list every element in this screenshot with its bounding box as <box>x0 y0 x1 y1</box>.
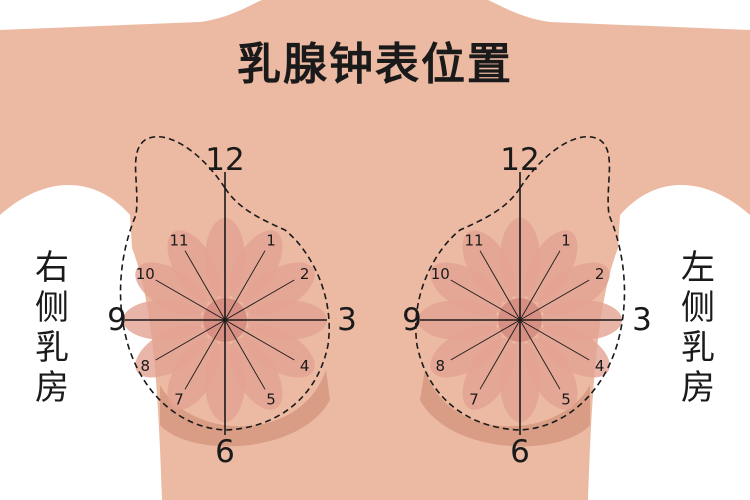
breast-outline-dashed <box>415 135 626 431</box>
clock-major-label: 9 <box>107 302 127 338</box>
left-breast-label-char: 侧 <box>681 288 715 328</box>
clock-radial-line <box>519 250 561 321</box>
clock-radial-line <box>155 319 226 361</box>
clock-radial-line <box>224 250 266 321</box>
page-title: 乳腺钟表位置 <box>237 39 513 90</box>
clock-radial-line <box>155 279 226 321</box>
clock-radial-line <box>224 279 295 321</box>
left-breast-shadow <box>420 370 590 447</box>
clock-radial-line <box>519 279 590 321</box>
clock-hour-label: 10 <box>431 265 450 283</box>
clock-radial-line <box>479 319 521 390</box>
right-breast-label-char: 房 <box>35 368 69 408</box>
clock-hour-label: 1 <box>561 231 571 249</box>
clock-radial-line <box>224 319 266 390</box>
clock-radial-line <box>479 250 521 321</box>
clock-hour-label: 7 <box>174 391 184 409</box>
clock-major-label: 3 <box>337 302 357 338</box>
clock-hour-label: 2 <box>595 265 605 283</box>
clock-major-label: 12 <box>205 142 244 178</box>
clock-radial-line <box>184 319 226 390</box>
clock-hour-label: 4 <box>595 357 605 375</box>
clock-major-label: 3 <box>632 302 652 338</box>
clock-hour-label: 8 <box>436 357 446 375</box>
clock-hour-label: 5 <box>266 391 276 409</box>
clock-hour-label: 8 <box>141 357 151 375</box>
clock-major-label: 9 <box>402 302 422 338</box>
clock-radial-line <box>224 319 295 361</box>
clock-hour-label: 10 <box>136 265 155 283</box>
clock-hour-label: 11 <box>169 231 188 249</box>
right-breast-label-char: 右 <box>35 248 69 288</box>
right-breast-shadow <box>160 370 330 447</box>
clock-radial-line <box>184 250 226 321</box>
clock-radial-line <box>519 319 590 361</box>
left-breast-label: 左 侧 乳 房 <box>676 248 720 408</box>
left-breast-label-char: 房 <box>681 368 715 408</box>
clock-hour-label: 1 <box>266 231 276 249</box>
clock-hour-label: 5 <box>561 391 571 409</box>
clock-radial-line <box>450 319 521 361</box>
right-breast-label-char: 侧 <box>35 288 69 328</box>
right-breast-label: 右 侧 乳 房 <box>30 248 74 408</box>
left-breast-label-char: 乳 <box>681 328 715 368</box>
clock-hour-label: 7 <box>469 391 479 409</box>
right-breast-label-char: 乳 <box>35 328 69 368</box>
clock-radial-line <box>450 279 521 321</box>
clock-hour-label: 11 <box>464 231 483 249</box>
left-breast-label-char: 左 <box>681 248 715 288</box>
clock-hour-label: 4 <box>300 357 310 375</box>
clock-major-label: 12 <box>500 142 539 178</box>
clock-major-label: 6 <box>215 434 235 470</box>
clock-major-label: 6 <box>510 434 530 470</box>
breast-outline-dashed <box>119 135 330 431</box>
clock-radial-line <box>519 319 561 390</box>
clock-hour-label: 2 <box>300 265 310 283</box>
